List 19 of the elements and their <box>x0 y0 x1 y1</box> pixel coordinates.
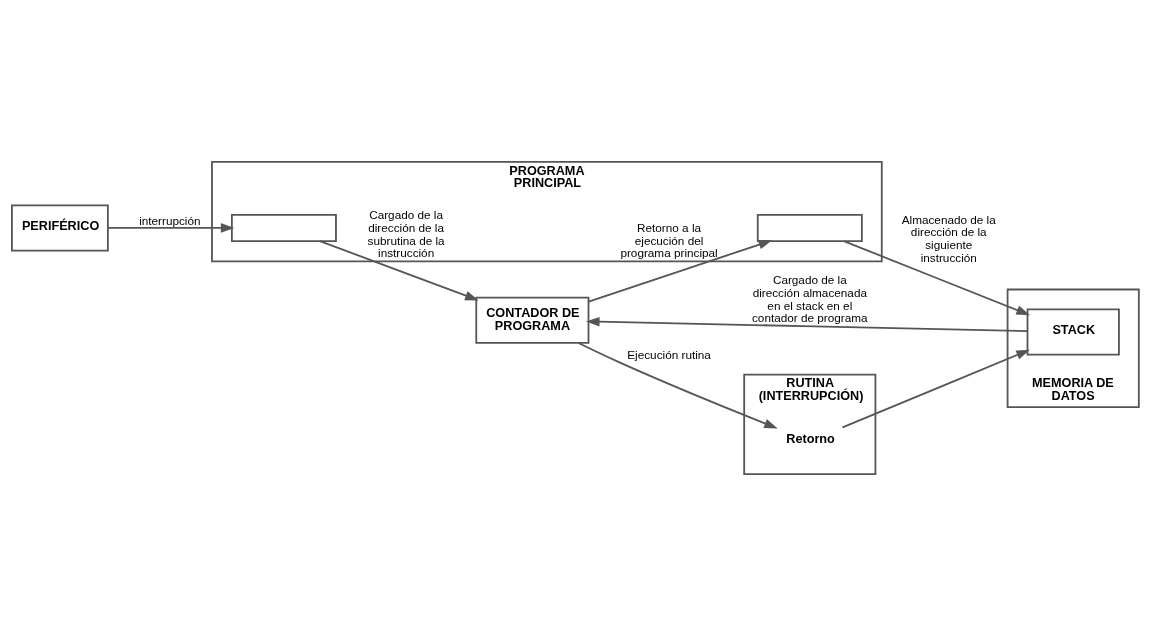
edge-label: Retorno a la ejecución del programa principal <box>620 220 718 260</box>
arrow <box>577 342 778 429</box>
arrow <box>842 240 1030 316</box>
edge-label: Cargado de la dirección almacenada en el stack en el contador de programa <box>752 273 868 325</box>
node-box <box>756 213 863 242</box>
arrow <box>107 223 235 233</box>
arrow <box>841 349 1030 429</box>
node-box: PERIFÉRICO <box>11 204 109 252</box>
node-text: Retorno <box>786 432 835 447</box>
node-box <box>230 213 337 242</box>
node-box: STACK <box>1026 308 1120 356</box>
edge-label: interrupción <box>139 213 201 227</box>
arrow <box>319 240 479 301</box>
arrow <box>587 240 773 303</box>
edge-label: Cargado de la dirección de la subrutina de la instrucción <box>367 208 445 260</box>
arrow <box>585 316 1029 332</box>
edge-label: Ejecución rutina <box>627 347 711 361</box>
node-box: CONTADOR DE PROGRAMA <box>475 296 590 344</box>
edge-label: Almacenado de la dirección de la siguiente instrucción <box>901 212 996 264</box>
